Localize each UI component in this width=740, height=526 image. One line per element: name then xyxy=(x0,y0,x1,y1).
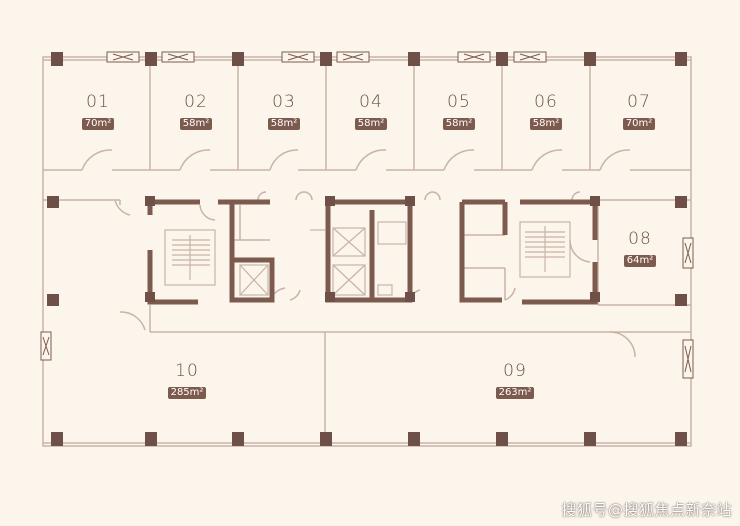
unit-08: 08 64m² xyxy=(618,230,662,267)
unit-number: 09 xyxy=(503,361,527,381)
watermark: 搜狐号@搜狐焦点新奈站 xyxy=(561,501,732,519)
unit-area-label: 64m² xyxy=(623,255,657,267)
unit-number: 08 xyxy=(628,229,652,249)
unit-number: 10 xyxy=(175,361,199,381)
unit-05: 05 58m² xyxy=(437,93,481,130)
unit-10: 10 285m² xyxy=(162,362,212,399)
unit-number: 02 xyxy=(184,92,208,112)
unit-number: 06 xyxy=(534,92,558,112)
unit-04: 04 58m² xyxy=(349,93,393,130)
unit-area-label: 70m² xyxy=(81,118,115,130)
columns xyxy=(47,52,687,446)
unit-number: 01 xyxy=(86,92,110,112)
windows xyxy=(40,51,694,379)
unit-area-label: 285m² xyxy=(167,387,207,399)
unit-number: 03 xyxy=(272,92,296,112)
unit-area-label: 58m² xyxy=(267,118,301,130)
unit-number: 04 xyxy=(359,92,383,112)
unit-06: 06 58m² xyxy=(524,93,568,130)
unit-number: 05 xyxy=(447,92,471,112)
unit-number: 07 xyxy=(627,92,651,112)
unit-09: 09 263m² xyxy=(490,362,540,399)
unit-area-label: 58m² xyxy=(529,118,563,130)
unit-area-label: 58m² xyxy=(179,118,213,130)
unit-07: 07 70m² xyxy=(617,93,661,130)
unit-02: 02 58m² xyxy=(174,93,218,130)
unit-area-label: 70m² xyxy=(622,118,656,130)
unit-03: 03 58m² xyxy=(262,93,306,130)
unit-area-label: 263m² xyxy=(495,387,535,399)
unit-area-label: 58m² xyxy=(354,118,388,130)
unit-area-label: 58m² xyxy=(442,118,476,130)
unit-01: 01 70m² xyxy=(76,93,120,130)
